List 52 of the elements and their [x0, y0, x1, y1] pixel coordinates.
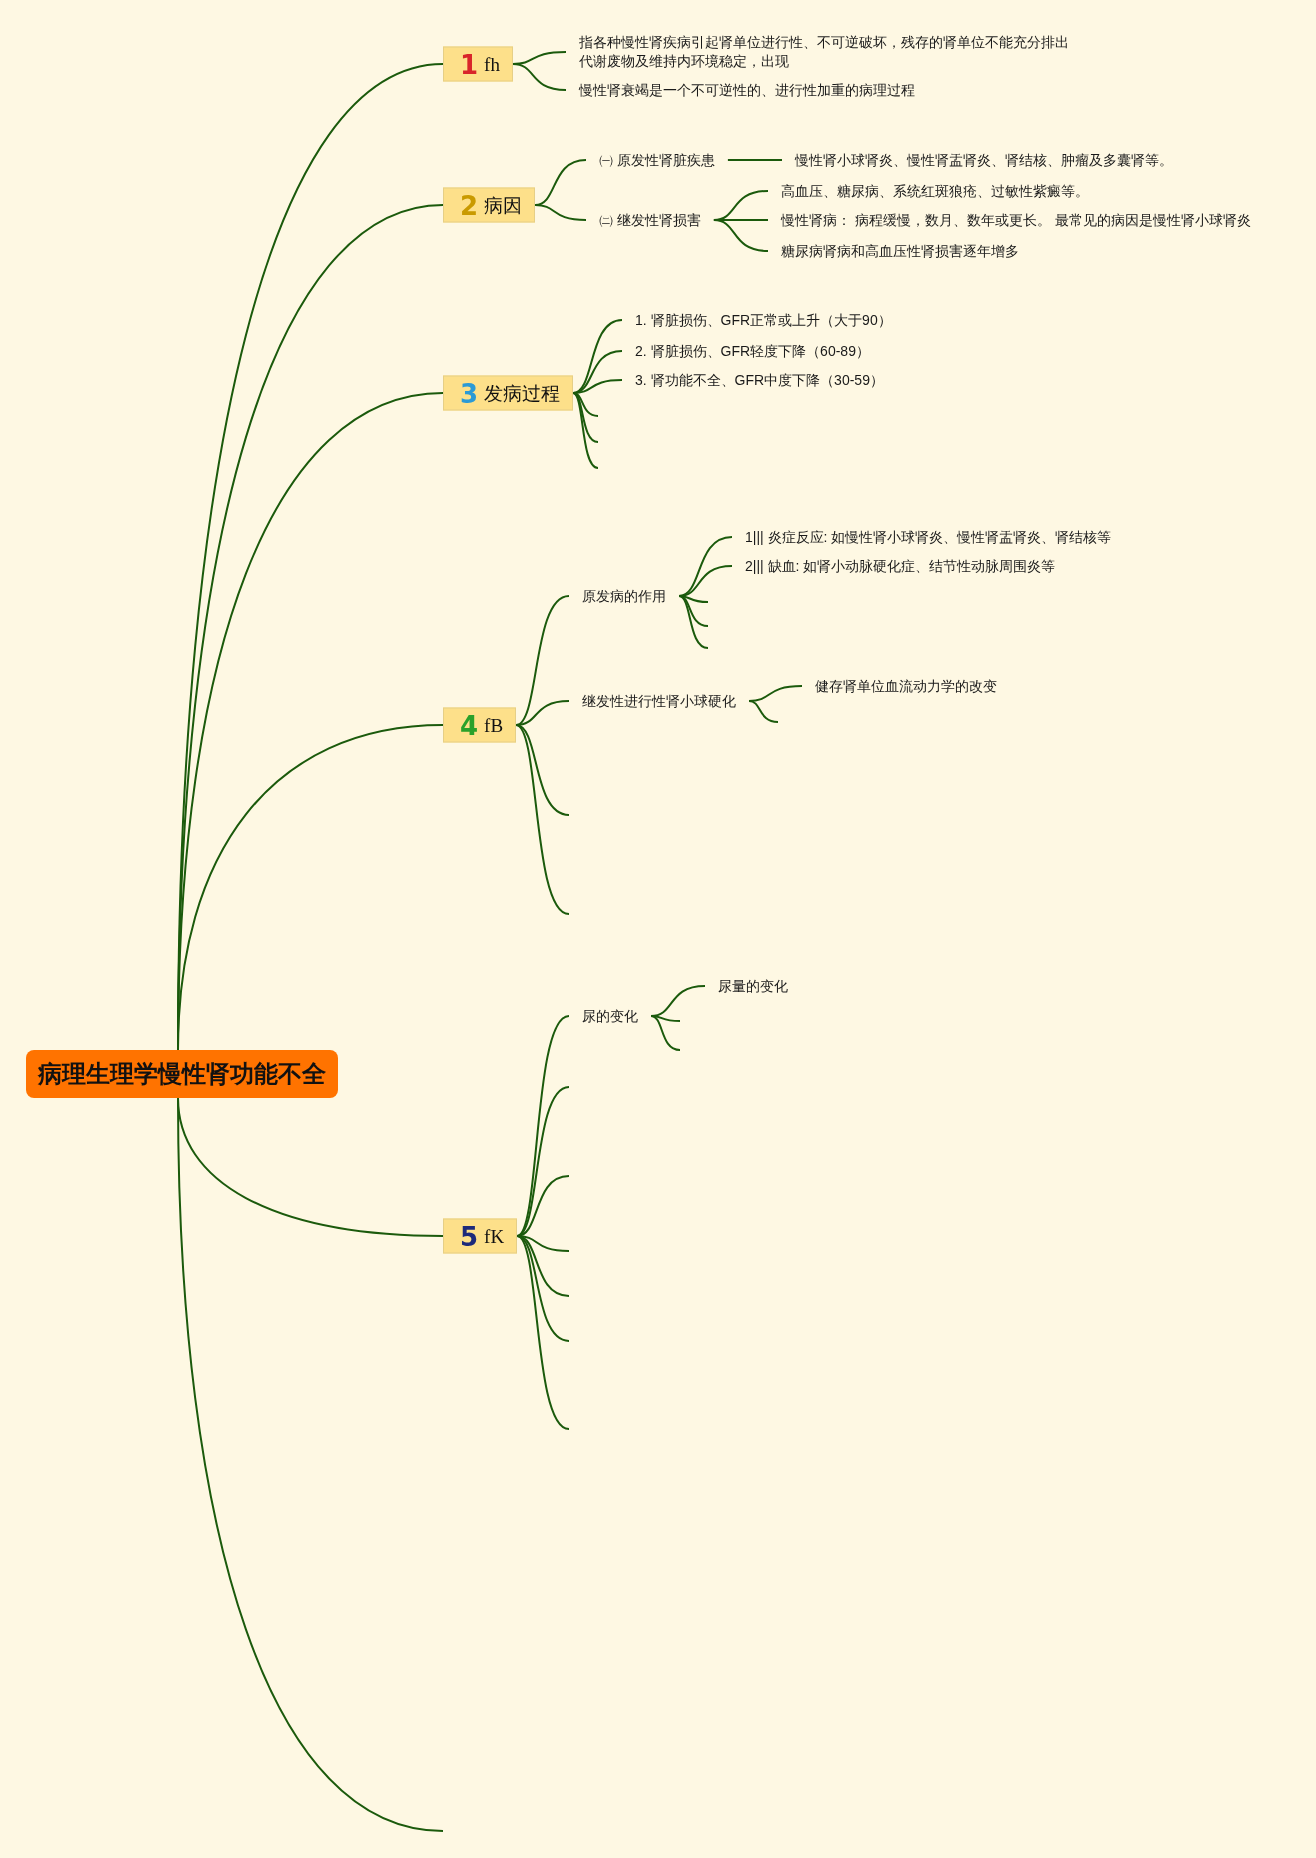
topic-box [443, 1218, 518, 1254]
topic-label: 发病过程 [484, 383, 561, 403]
branch-line [678, 595, 709, 627]
branch-line [726, 159, 783, 161]
branch-text: 慢性肾病： 病程缓慢，数月、数年或更长。 最常见的病因是慢性肾小球肾炎 [781, 210, 1251, 230]
number-marker: 2 [460, 192, 479, 218]
topic-box [443, 375, 574, 411]
branch-line [650, 1015, 681, 1022]
branch-text: 尿量的变化 [718, 976, 788, 996]
branch-line [650, 1015, 681, 1051]
branch-text: 尿的变化 [582, 1006, 638, 1026]
branch-line [678, 595, 709, 649]
central-topic: 病理生理学慢性肾功能不全 [26, 1050, 338, 1098]
branch-text: 指各种慢性肾疾病引起肾单位进行性、不可逆破坏，残存的肾单位不能充分排出代谢废物及维持内环境稳定，出现 [579, 33, 1069, 71]
branch-line [516, 1086, 570, 1237]
branch-text: 慢性肾小球肾炎、慢性肾盂肾炎、肾结核、肿瘤及多囊肾等。 [795, 150, 1173, 170]
branch-text: 健存肾单位血流动力学的改变 [815, 676, 997, 696]
topic-box [443, 46, 513, 82]
branch-text: 糖尿病肾病和高血压性肾损害逐年增多 [781, 241, 1019, 261]
topic-label: 病因 [484, 195, 523, 215]
topic-label: fK [484, 1226, 505, 1246]
topic-label: fB [484, 715, 504, 735]
branch-line [511, 63, 567, 91]
topic-box [443, 707, 517, 743]
branch-line [516, 1235, 570, 1430]
branch-line [712, 219, 769, 252]
number-marker: 4 [460, 712, 479, 738]
number-marker: 1 [460, 51, 479, 77]
branch-line [572, 392, 599, 417]
branch-text: 1. 肾脏损伤、GFR正常或上升（大于90） [635, 310, 892, 330]
number-marker: 5 [460, 1223, 479, 1249]
branch-line [572, 392, 599, 469]
branch-text: 3. 肾功能不全、GFR中度下降（30-59） [635, 370, 884, 390]
branch-text: 慢性肾衰竭是一个不可逆性的、进行性加重的病理过程 [579, 80, 915, 100]
branch-text: 1||| 炎症反应: 如慢性肾小球肾炎、慢性肾盂肾炎、肾结核等 [745, 527, 1112, 547]
branch-line [515, 595, 570, 726]
branch-line [515, 724, 570, 915]
branch-text: 继发性进行性肾小球硬化 [582, 691, 736, 711]
branch-text: 高血压、糖尿病、系统红斑狼疮、过敏性紫癜等。 [781, 181, 1089, 201]
topic-label: fh [484, 54, 500, 74]
topic-box [443, 187, 536, 223]
branch-text: ㈠ 原发性肾脏疾患 [599, 150, 715, 170]
branch-text: 2. 肾脏损伤、GFR轻度下降（60-89） [635, 341, 870, 361]
branch-line [748, 700, 779, 723]
number-marker: 3 [460, 380, 479, 406]
branch-text: 原发病的作用 [582, 586, 666, 606]
branch-line [516, 1235, 570, 1297]
branch-line [177, 1097, 444, 1832]
branch-text: 2||| 缺血: 如肾小动脉硬化症、结节性动脉周围炎等 [745, 556, 1056, 576]
branch-text: ㈡ 继发性肾损害 [599, 210, 701, 230]
branch-line [534, 204, 587, 221]
branch-line [515, 724, 570, 816]
